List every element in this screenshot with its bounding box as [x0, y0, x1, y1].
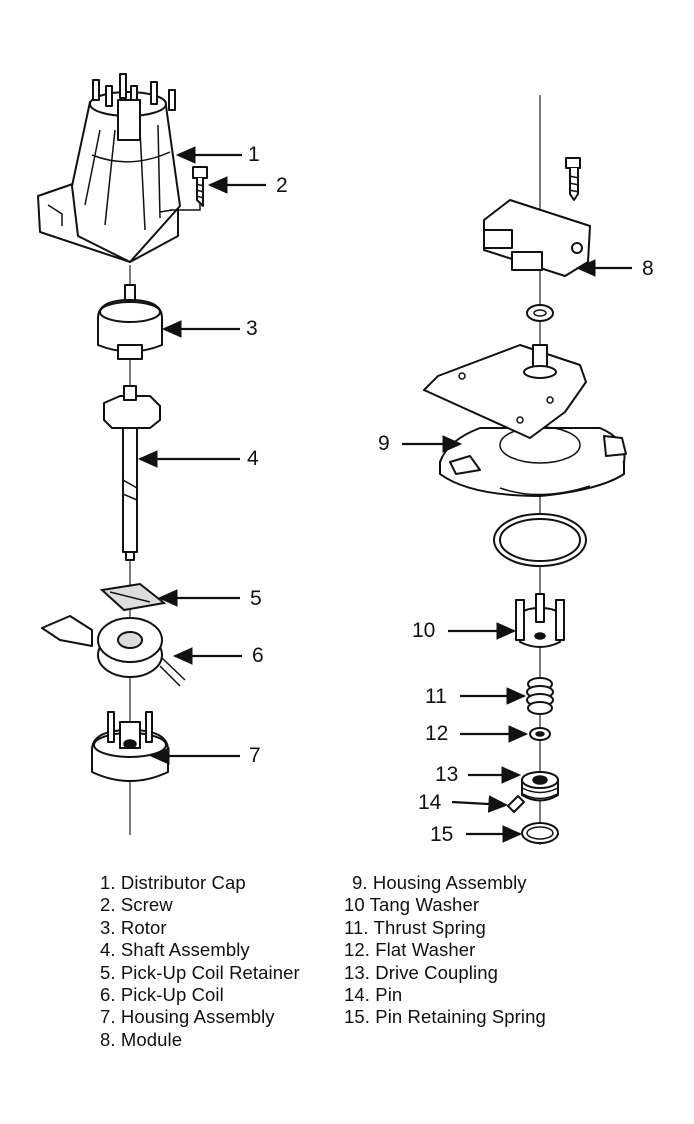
legend-item: 7. Housing Assembly — [100, 1006, 275, 1028]
legend-item: 3. Rotor — [100, 916, 167, 938]
callout-6: 6 — [252, 644, 264, 667]
pin-retaining-spring — [521, 822, 559, 844]
callout-3: 3 — [246, 317, 258, 340]
module — [483, 157, 591, 277]
legend-item: 9. Housing Assembly — [352, 872, 527, 893]
legend-left-column: 1. Distributor Cap 2. Screw 3. Rotor 4. … — [100, 872, 300, 1051]
pick-up-coil — [41, 615, 186, 687]
legend-item: 4. Shaft Assembly — [100, 939, 250, 961]
leader-arrows — [137, 146, 632, 843]
legend-item: 5. Pick-Up Coil Retainer — [100, 961, 300, 983]
callout-15: 15 — [430, 823, 454, 846]
screw-2 — [170, 166, 208, 211]
distributor-cap — [37, 73, 181, 263]
flat-washer — [529, 727, 551, 741]
drive-coupling — [521, 771, 559, 802]
callout-7: 7 — [249, 744, 261, 767]
legend-item: 6. Pick-Up Coil — [100, 984, 224, 1006]
callout-4: 4 — [247, 447, 259, 470]
legend-item: 1. Distributor Cap — [100, 872, 246, 893]
legend-item: 10 Tang Washer — [344, 894, 480, 916]
housing-assembly-left — [91, 711, 169, 782]
legend-item: 14. Pin — [344, 984, 403, 1006]
legend-right-column: 9. Housing Assembly 10 Tang Washer 11. T… — [344, 872, 546, 1029]
pick-up-coil-retainer — [99, 582, 167, 612]
callout-12: 12 — [425, 722, 449, 745]
housing-assembly-right — [423, 344, 627, 497]
o-ring — [493, 513, 587, 567]
thrust-spring — [526, 677, 554, 715]
shaft-assembly — [103, 385, 161, 561]
callout-2: 2 — [276, 174, 288, 197]
pin — [507, 795, 525, 813]
callout-13: 13 — [435, 763, 459, 786]
legend-item: 11. Thrust Spring — [344, 916, 486, 938]
rotor — [97, 284, 163, 360]
legend-item: 2. Screw — [100, 894, 173, 916]
legend-item: 13. Drive Coupling — [344, 961, 498, 983]
callout-1: 1 — [248, 143, 260, 166]
callout-8: 8 — [642, 257, 654, 280]
callout-11: 11 — [425, 685, 447, 708]
callout-9: 9 — [378, 432, 390, 455]
callout-10: 10 — [412, 619, 436, 642]
leader-14 — [451, 795, 509, 813]
callout-5: 5 — [250, 587, 262, 610]
legend-item: 15. Pin Retaining Spring — [344, 1006, 546, 1028]
tang-washer — [515, 593, 565, 648]
module-washer — [526, 304, 554, 322]
legend-item: 12. Flat Washer — [344, 939, 476, 961]
callout-14: 14 — [418, 791, 442, 814]
legend-item: 8. Module — [100, 1028, 183, 1050]
